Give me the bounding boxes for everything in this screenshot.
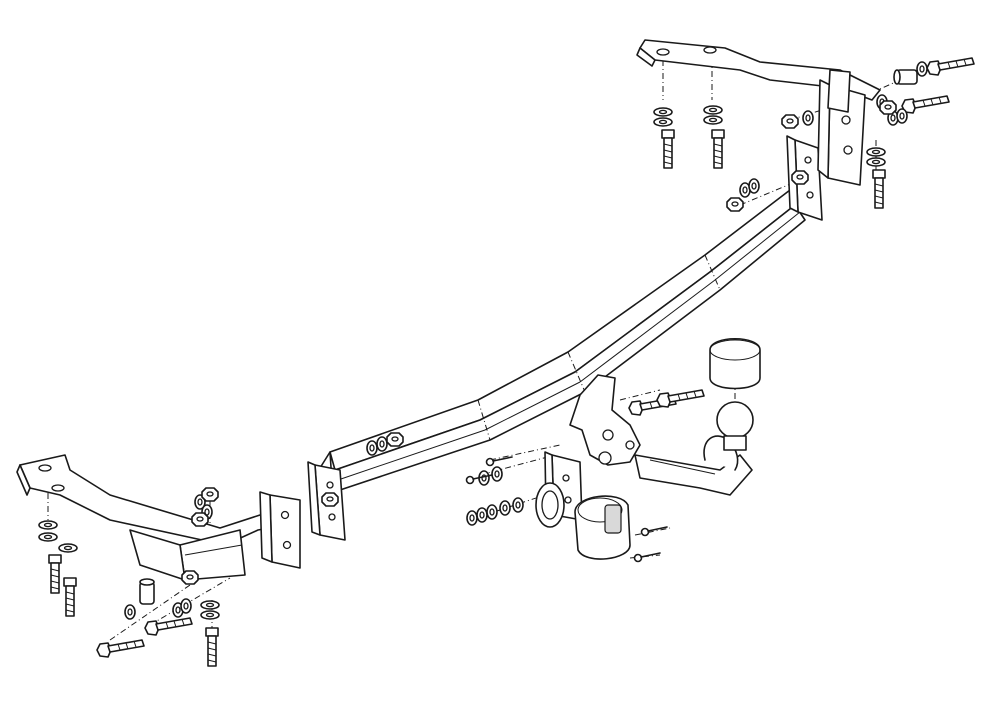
electrical-socket [574, 495, 631, 560]
tow-ball [716, 401, 754, 451]
left-mounting-bracket [16, 454, 301, 581]
right-mounting-bracket [636, 39, 881, 186]
right-side-plate [786, 135, 823, 221]
left-side-plate [307, 461, 346, 541]
spacer [139, 69, 918, 605]
socket-mounting-plate [535, 451, 583, 528]
tow-ball-cap [709, 338, 761, 390]
